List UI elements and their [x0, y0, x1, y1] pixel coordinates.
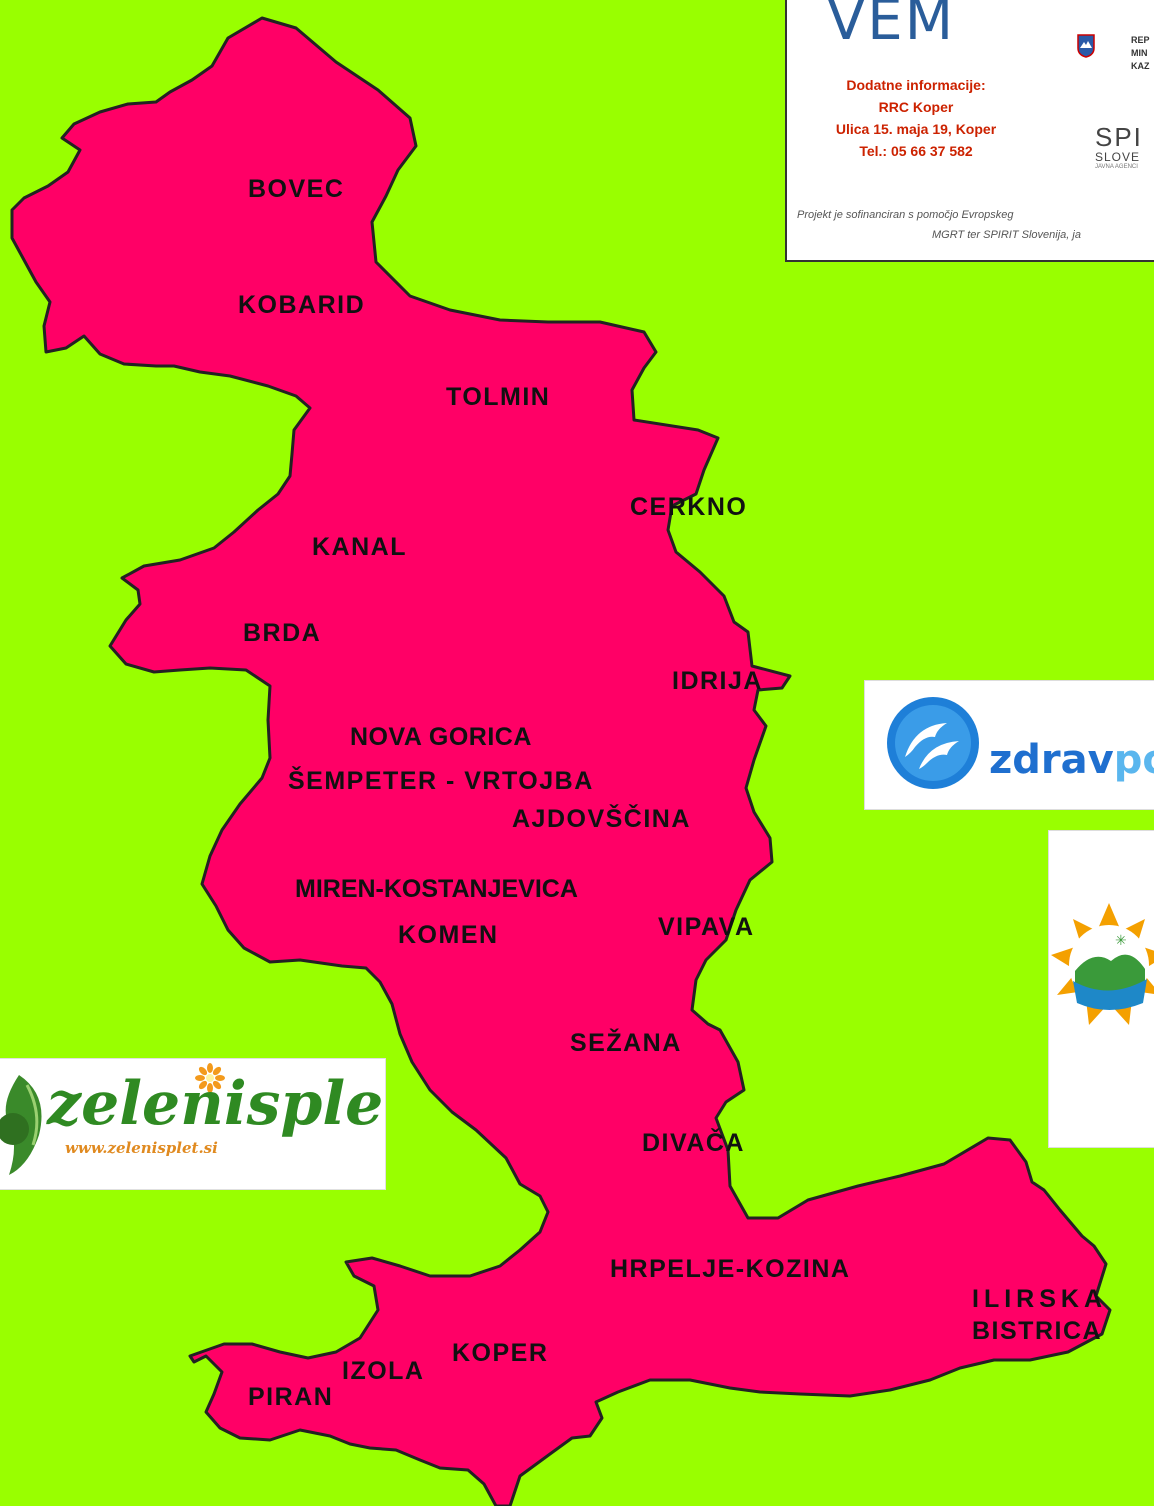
zelenisplet-url: www.zelenisplet.si: [65, 1139, 218, 1157]
label-divaca: DIVAČA: [642, 1129, 745, 1157]
label-bistrica: BISTRICA: [972, 1317, 1103, 1345]
leaf-globe-icon: [0, 1075, 42, 1175]
label-bovec: BOVEC: [248, 175, 345, 203]
vem-info-phone: Tel.: 05 66 37 582: [859, 143, 973, 159]
label-sempeter-vrtojba: ŠEMPETER - VRTOJBA: [288, 767, 594, 795]
zdravpod-logo[interactable]: zdravpo: [864, 680, 1154, 810]
label-ilirska: ILIRSKA: [972, 1285, 1107, 1313]
dolphin-icon: [887, 697, 979, 789]
label-kobarid: KOBARID: [238, 291, 366, 319]
goriska-obalno-kraska-region[interactable]: [10, 16, 1112, 1506]
label-koper: KOPER: [452, 1339, 549, 1367]
sun-landscape-icon: ✳: [1051, 903, 1154, 1025]
vem-footer: Projekt je sofinanciran s pomočjo Evrops…: [797, 209, 1081, 241]
label-miren-kostanjevica: MIREN-KOSTANJEVICA: [295, 875, 578, 903]
vem-contact-info: Dodatne informacije: RRC Koper Ulica 15.…: [801, 74, 1031, 162]
vem-info-org: RRC Koper: [878, 99, 954, 115]
label-komen: KOMEN: [398, 921, 499, 949]
label-hrpelje-kozina: HRPELJE-KOZINA: [610, 1255, 851, 1283]
zelenisplet-wordmark: zelenisplet: [47, 1069, 386, 1139]
spirit-logo: SPI SLOVE JAVNA AGENCI: [1095, 122, 1143, 170]
label-nova-gorica: NOVA GORICA: [350, 723, 532, 751]
label-cerkno: CERKNO: [630, 493, 748, 521]
label-kanal: KANAL: [312, 533, 407, 561]
zelenisplet-logo[interactable]: zelenisplet www.zelenisplet.si: [0, 1058, 386, 1190]
label-idrija: IDRIJA: [672, 667, 763, 695]
label-vipava: VIPAVA: [658, 913, 755, 941]
flower-icon: [195, 1063, 225, 1093]
ministry-text: REP MIN KAZ: [1131, 35, 1150, 71]
label-piran: PIRAN: [248, 1383, 334, 1411]
vem-title: VEM: [827, 0, 956, 53]
label-izola: IZOLA: [342, 1357, 425, 1385]
slovenia-crest-icon: [1077, 34, 1095, 58]
label-brda: BRDA: [243, 619, 322, 647]
sun-logo[interactable]: ✳: [1048, 830, 1154, 1148]
vem-info-heading: Dodatne informacije:: [846, 77, 986, 93]
label-ajdovscina: AJDOVŠČINA: [512, 805, 691, 833]
label-sezana: SEŽANA: [570, 1029, 682, 1057]
svg-text:✳: ✳: [1115, 933, 1127, 949]
zdravpod-wordmark: zdravpo: [989, 737, 1154, 783]
label-tolmin: TOLMIN: [446, 383, 551, 411]
vem-info-box: VEM Dodatne informacije: RRC Koper Ulica…: [785, 0, 1154, 262]
vem-info-address: Ulica 15. maja 19, Koper: [835, 121, 997, 137]
